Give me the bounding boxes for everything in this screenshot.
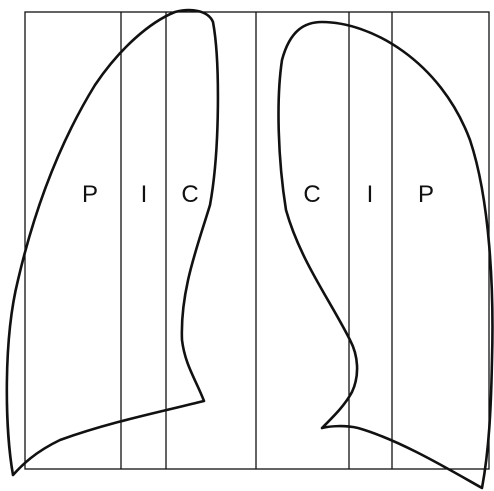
left-lung-label-intermediate: I	[141, 181, 148, 208]
left-lung-label-peripheral: P	[82, 181, 98, 208]
right-lung-label-peripheral: P	[418, 181, 434, 208]
left-lung-outline	[7, 10, 218, 475]
right-lung-outline	[279, 22, 493, 488]
right-lung-label-central: C	[303, 181, 320, 208]
right-lung-label-intermediate: I	[367, 181, 374, 208]
left-lung-label-central: C	[181, 181, 198, 208]
outer-frame	[25, 12, 489, 469]
